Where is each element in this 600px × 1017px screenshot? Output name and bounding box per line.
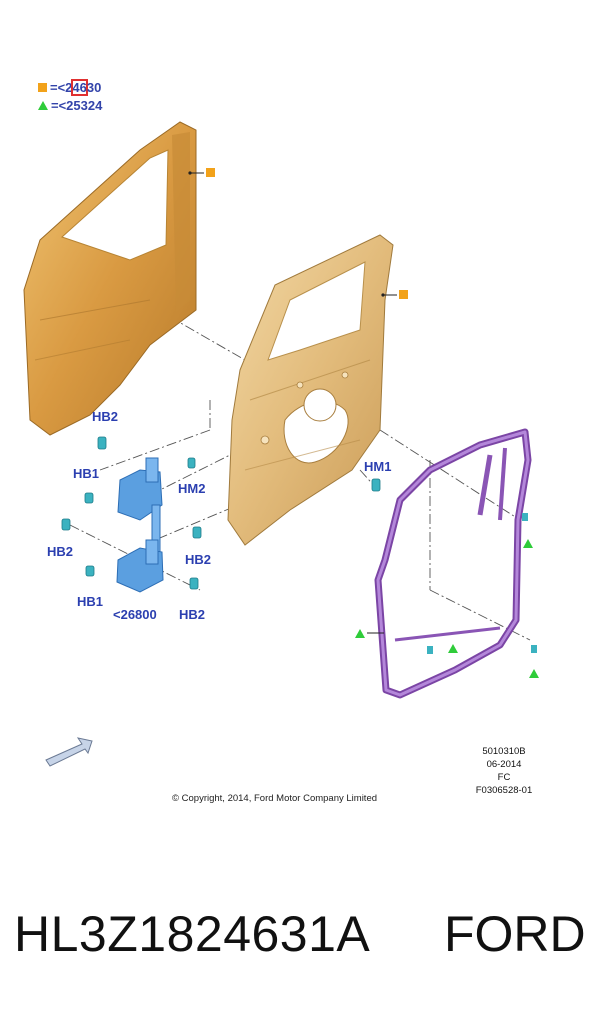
legend-highlight: 46 [71, 78, 88, 96]
orange-square-marker [206, 168, 215, 177]
metadata-line: 5010310B [482, 746, 526, 757]
callout-hb2-right-mid: HB2 [185, 552, 212, 567]
exploded-door-diagram [23, 121, 539, 767]
metadata-line: F0306528-01 [475, 785, 533, 796]
upper-door-hinge [117, 457, 163, 556]
hinge-bolts [61, 436, 381, 590]
legend-row-triangle: =<25324 [38, 96, 102, 114]
legend-suffix: 30 [86, 79, 102, 95]
callout-hm2: HM2 [178, 481, 206, 496]
green-triangle-markers [355, 539, 539, 678]
copyright-notice: © Copyright, 2014, Ford Motor Company Li… [172, 793, 378, 804]
inner-door-panel [227, 234, 394, 546]
lower-door-hinge [116, 539, 164, 593]
legend-triangle-text: =<25324 [51, 97, 103, 113]
callout-hm1: HM1 [364, 459, 392, 474]
diagram-metadata: 5010310B 06-2014 FC F0306528-01 [462, 745, 546, 797]
door-weatherstrip [374, 428, 532, 699]
legend-prefix: =<2 [50, 79, 73, 95]
callout-hb2-left: HB2 [47, 544, 74, 559]
view-direction-arrow-icon [45, 737, 93, 767]
green-triangle-icon [38, 100, 48, 110]
metadata-line: FC [497, 772, 511, 783]
callout-hb1-left: HB1 [73, 466, 100, 481]
brand-name: FORD [444, 906, 586, 962]
outer-door-panel [23, 121, 197, 436]
part-caption: HL3Z1824631A FORD [0, 905, 600, 975]
orange-square-icon [38, 82, 47, 92]
callout-ref-26800: <26800 [113, 607, 157, 622]
part-number: HL3Z1824631A [14, 906, 371, 962]
orange-square-marker [399, 290, 408, 299]
callout-hb1-bottom: HB1 [77, 594, 104, 609]
weatherstrip-clips [427, 513, 537, 654]
callout-hb2-bottom: HB2 [179, 607, 206, 622]
metadata-line: 06-2014 [486, 759, 522, 770]
callout-hb2-top: HB2 [92, 409, 119, 424]
